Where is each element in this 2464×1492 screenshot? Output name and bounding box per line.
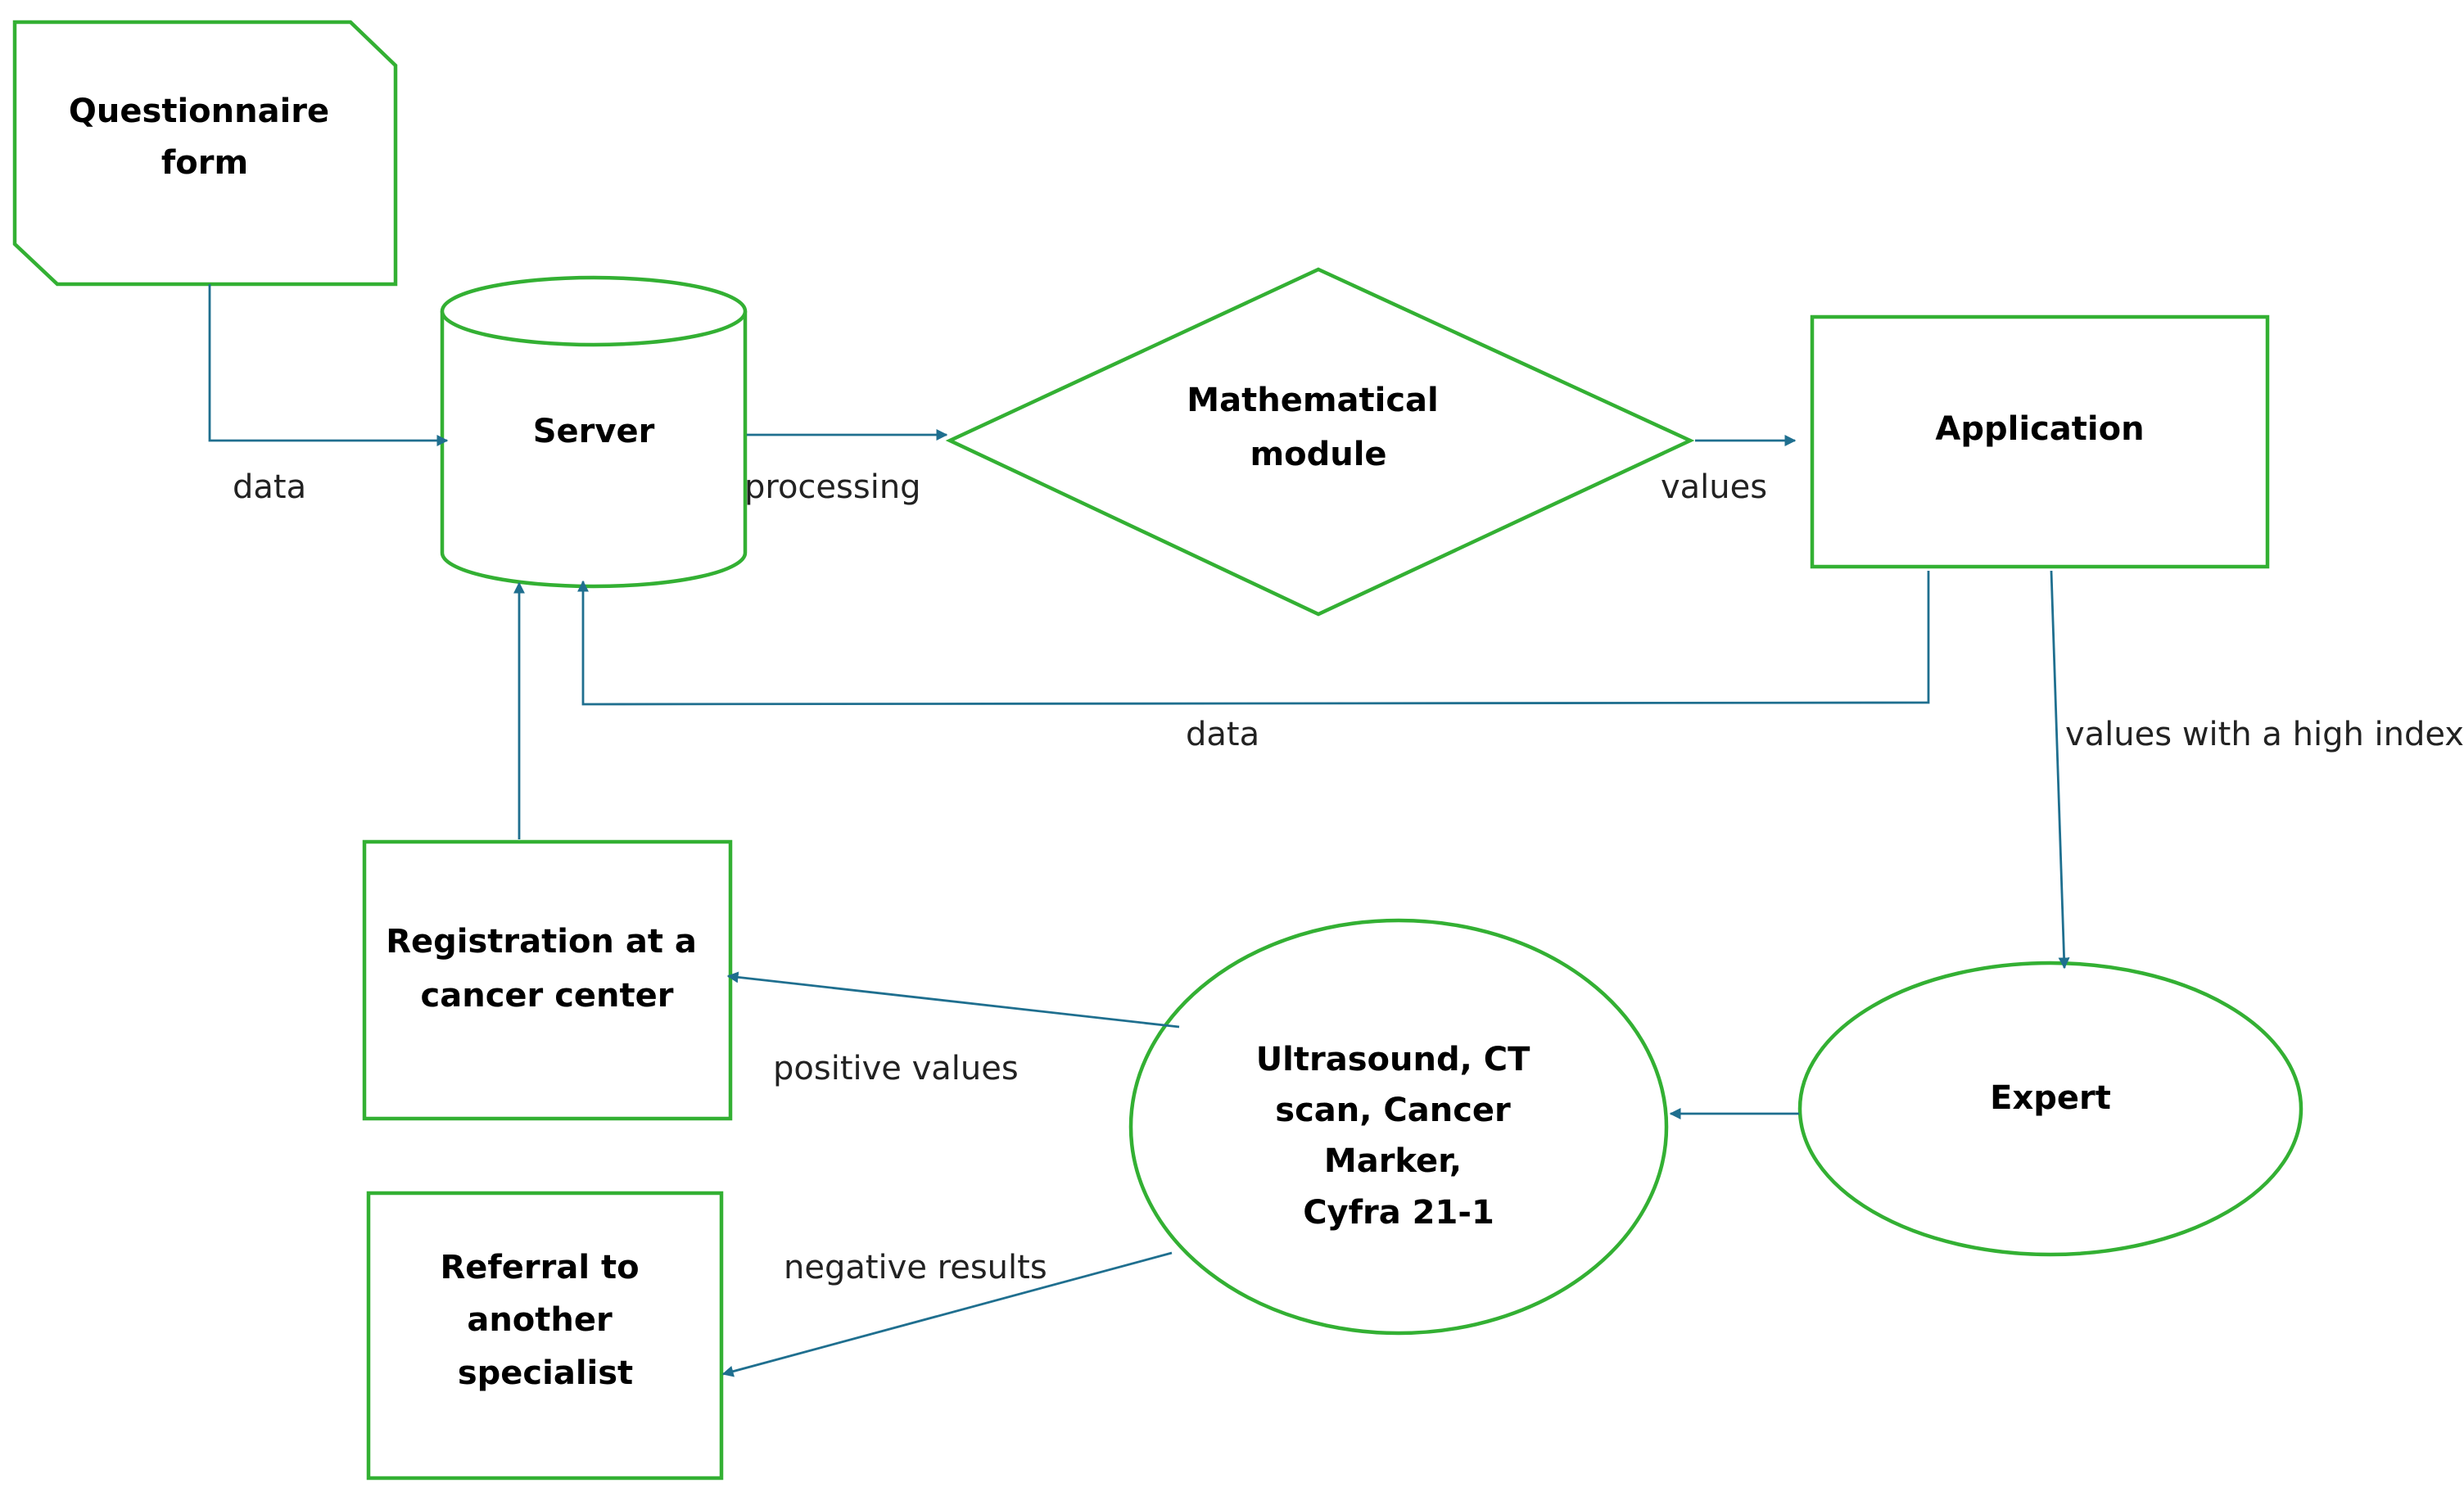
registration-label-line-1: Registration at a <box>386 923 697 961</box>
tests-label-line-3: Marker, <box>1324 1142 1462 1180</box>
expert-label-line-1: Expert <box>1990 1079 2111 1117</box>
mathematical-module-label-line-2: module <box>1250 436 1386 473</box>
questionnaire-form-label: Questionnaire form <box>69 93 341 182</box>
registration-label-line-2: cancer center <box>421 977 674 1015</box>
tests-node: Ultrasound, CT scan, Cancer Marker, Cyfr… <box>1128 918 1669 1336</box>
referral-node: Referral to another specialist <box>366 1191 724 1481</box>
referral-label-line-1: Referral to <box>440 1249 639 1286</box>
arrow-tests-to-referral <box>721 1251 1173 1377</box>
questionnaire-form-node: Questionnaire form <box>12 20 398 287</box>
mathematical-module-label-line-1: Mathematical <box>1187 382 1438 419</box>
expert-label: Expert <box>1990 1079 2111 1117</box>
server-label: Server <box>533 413 655 450</box>
referral-label: Referral to another specialist <box>440 1249 650 1392</box>
edge-label-tests-to-referral: negative results <box>784 1249 1047 1286</box>
edge-label-math-module-to-application: values <box>1661 468 1767 506</box>
arrow-questionnaire-to-server <box>208 284 449 446</box>
questionnaire-form-label-line-1: Questionnaire <box>69 93 329 130</box>
mathematical-module-label: Mathematical module <box>1187 382 1449 473</box>
referral-label-line-3: specialist <box>458 1354 633 1392</box>
tests-label-line-4: Cyfra 21-1 <box>1303 1194 1494 1232</box>
application-label-line-1: Application <box>1935 410 2144 448</box>
arrow-application-to-expert <box>2050 570 2070 970</box>
edge-label-tests-to-registration: positive values <box>773 1050 1019 1087</box>
edge-label-questionnaire-to-server: data <box>233 468 306 506</box>
edge-label-application-to-expert: values with a high index <box>2065 716 2464 753</box>
application-node: Application <box>1810 314 2270 569</box>
edge-label-application-to-server: data <box>1186 716 1259 753</box>
server-label-line-1: Server <box>533 413 655 450</box>
mathematical-module-node: Mathematical module <box>945 267 1695 617</box>
server-node: Server <box>440 275 748 589</box>
tests-label-line-1: Ultrasound, CT <box>1256 1041 1530 1078</box>
application-label: Application <box>1935 410 2144 448</box>
tests-label: Ultrasound, CT scan, Cancer Marker, Cyfr… <box>1256 1041 1542 1232</box>
registration-node: Registration at a cancer center <box>362 839 733 1121</box>
questionnaire-form-label-line-2: form <box>161 144 248 182</box>
tests-label-line-2: scan, Cancer <box>1275 1092 1511 1129</box>
edge-label-server-to-math-module: processing <box>744 468 921 506</box>
arrow-tests-to-registration <box>726 971 1180 1029</box>
referral-label-line-2: another <box>467 1301 613 1339</box>
registration-label: Registration at a cancer center <box>386 923 708 1015</box>
arrow-application-to-server <box>577 571 1930 706</box>
expert-node: Expert <box>1797 961 2304 1257</box>
